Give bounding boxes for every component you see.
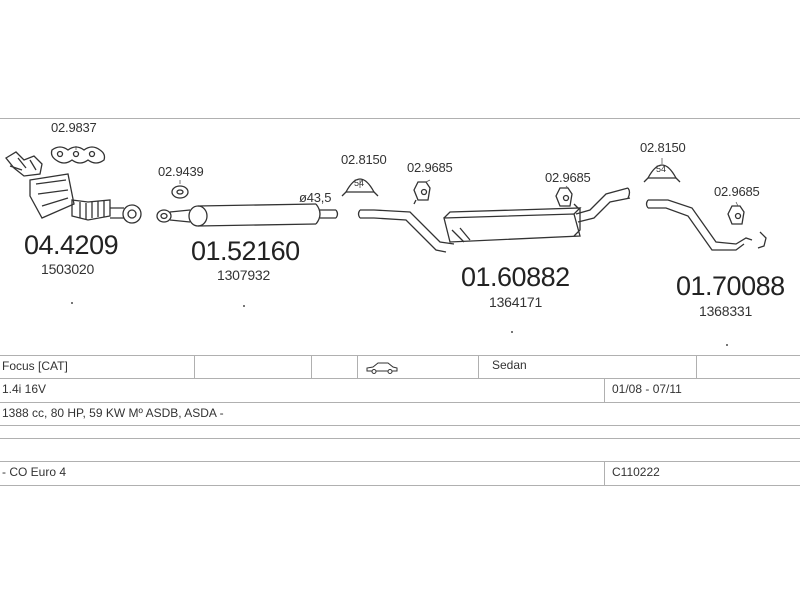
table-border <box>0 461 800 462</box>
vehicle-body: Sedan <box>492 358 527 372</box>
marker-dot <box>71 302 73 304</box>
table-divider <box>357 355 358 378</box>
vehicle-engine: 1.4i 16V <box>2 382 47 396</box>
part-code-ring[interactable]: 02.9439 <box>158 164 204 179</box>
part-ref-middle-silencer: 1364171 <box>489 294 543 310</box>
exhaust-diagram: 54 54 02.9837 04.4209 1503020 02.9439 01… <box>0 118 800 353</box>
table-divider <box>604 378 605 402</box>
part-code-rear-pipe[interactable]: 01.70088 <box>676 271 785 301</box>
pipe-clamp-icon <box>341 178 379 197</box>
part-code-manifold[interactable]: 04.4209 <box>24 230 119 260</box>
clamp-size-label: 54 <box>656 164 667 174</box>
front-pipe-icon <box>156 203 339 227</box>
table-border <box>0 402 800 403</box>
part-code-middle-silencer[interactable]: 01.60882 <box>461 262 570 292</box>
part-code-hanger[interactable]: 02.9685 <box>714 184 760 199</box>
table-border <box>0 425 800 426</box>
part-ref-rear-pipe: 1368331 <box>699 303 753 319</box>
part-code-gasket[interactable]: 02.9837 <box>51 120 97 135</box>
vehicle-years: 01/08 - 07/11 <box>612 382 682 396</box>
table-divider <box>311 355 312 378</box>
part-code-front-pipe[interactable]: 01.52160 <box>191 236 300 266</box>
table-divider <box>696 355 697 378</box>
table-divider <box>604 461 605 485</box>
part-ref-front-pipe: 1307932 <box>217 267 271 283</box>
table-border <box>0 355 800 356</box>
manifold-catalyst-icon <box>5 151 142 224</box>
vehicle-model: Focus [CAT] <box>2 359 68 373</box>
table-border <box>0 378 800 379</box>
rubber-hanger-icon <box>727 205 745 225</box>
pipe-clamp-icon <box>643 164 681 183</box>
pipe-diameter-label: ø43,5 <box>299 190 332 205</box>
ring-gasket-icon <box>171 185 189 199</box>
middle-silencer-icon <box>357 187 631 253</box>
rubber-hanger-icon <box>413 181 431 205</box>
part-code-clamp[interactable]: 02.8150 <box>640 140 686 155</box>
table-border <box>0 485 800 486</box>
part-code-hanger[interactable]: 02.9685 <box>407 160 453 175</box>
table-border <box>0 438 800 439</box>
clamp-size-label: 54 <box>354 178 365 188</box>
marker-dot <box>243 305 245 307</box>
table-divider <box>478 355 479 378</box>
vehicle-emission: - CO Euro 4 <box>2 465 67 479</box>
marker-dot <box>511 331 513 333</box>
part-ref-manifold: 1503020 <box>41 261 95 277</box>
catalog-code: C110222 <box>612 465 660 479</box>
sedan-car-icon <box>366 362 398 374</box>
diagram-top-border <box>0 118 800 119</box>
vehicle-spec: 1388 cc, 80 HP, 59 KW Mº ASDB, ASDA - <box>2 406 224 420</box>
exhaust-parts-drawing <box>5 146 767 253</box>
gasket-chain-icon <box>50 146 106 164</box>
rear-pipe-icon <box>645 199 767 251</box>
part-code-hanger[interactable]: 02.9685 <box>545 170 591 185</box>
table-divider <box>194 355 195 378</box>
part-code-clamp[interactable]: 02.8150 <box>341 152 387 167</box>
marker-dot <box>726 344 728 346</box>
rubber-hanger-icon <box>555 187 579 209</box>
